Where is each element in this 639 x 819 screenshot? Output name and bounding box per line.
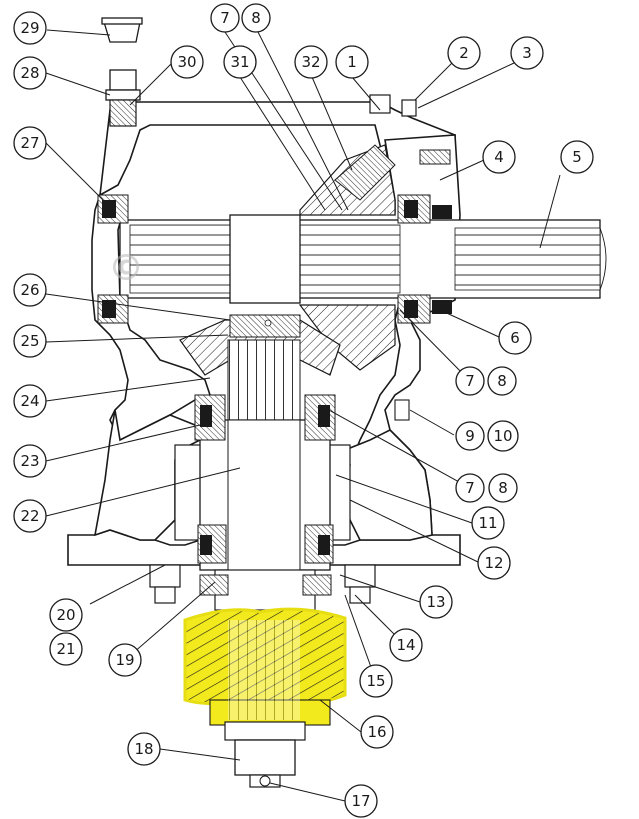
callout-26[interactable]: 26	[13, 273, 47, 307]
svg-text:21: 21	[56, 640, 75, 658]
right-shaft-bearing	[397, 194, 452, 324]
callout-3[interactable]: 3	[510, 36, 544, 70]
svg-text:12: 12	[484, 554, 503, 572]
callout-1[interactable]: 1	[335, 45, 369, 79]
callout-32[interactable]: 32	[294, 45, 328, 79]
callout-8-mid[interactable]: 8	[487, 366, 517, 396]
callout-13[interactable]: 13	[419, 585, 453, 619]
callout-11[interactable]: 11	[471, 506, 505, 540]
svg-text:7: 7	[465, 479, 475, 497]
lower-seal-and-fasteners	[149, 399, 410, 604]
callout-6[interactable]: 6	[498, 321, 532, 355]
callout-7-low[interactable]: 7	[455, 473, 485, 503]
svg-text:22: 22	[20, 507, 39, 525]
leader-lines	[45, 29, 561, 802]
callout-7-top[interactable]: 7	[210, 3, 240, 33]
svg-text:14: 14	[396, 636, 415, 654]
callout-4[interactable]: 4	[482, 140, 516, 174]
svg-text:28: 28	[20, 64, 39, 82]
callout-31[interactable]: 31	[223, 45, 257, 79]
svg-text:2: 2	[459, 44, 469, 62]
svg-text:9: 9	[465, 427, 475, 445]
callout-29[interactable]: 29	[13, 11, 47, 45]
callout-14[interactable]: 14	[389, 628, 423, 662]
callout-28[interactable]: 28	[13, 56, 47, 90]
callout-22[interactable]: 22	[13, 499, 47, 533]
callout-10[interactable]: 10	[487, 420, 519, 452]
callout-21[interactable]: 21	[49, 632, 83, 666]
bevel-gear-upper	[298, 144, 396, 371]
callout-2[interactable]: 2	[447, 36, 481, 70]
svg-text:31: 31	[230, 53, 249, 71]
callout-30[interactable]: 30	[170, 45, 204, 79]
callout-17[interactable]: 17	[344, 784, 378, 818]
horizontal-input-shaft	[119, 214, 607, 304]
svg-text:27: 27	[20, 134, 39, 152]
breather-plug	[105, 69, 141, 127]
svg-text:1: 1	[347, 53, 357, 71]
callout-8-top[interactable]: 8	[241, 3, 271, 33]
svg-text:23: 23	[20, 452, 39, 470]
left-shaft-bearing	[97, 194, 129, 324]
svg-text:11: 11	[478, 514, 497, 532]
svg-text:5: 5	[572, 148, 582, 166]
svg-text:16: 16	[367, 723, 386, 741]
callout-5[interactable]: 5	[560, 140, 594, 174]
callout-25[interactable]: 25	[13, 324, 47, 358]
highlighted-output-hub	[183, 607, 347, 726]
svg-text:30: 30	[177, 53, 196, 71]
callout-19[interactable]: 19	[108, 643, 142, 677]
callout-9[interactable]: 9	[455, 421, 485, 451]
svg-text:7: 7	[220, 9, 230, 27]
callout-18[interactable]: 18	[127, 732, 161, 766]
callout-8-low[interactable]: 8	[488, 473, 518, 503]
callout-16[interactable]: 16	[360, 715, 394, 749]
watermark: ©	[108, 248, 144, 289]
callout-12[interactable]: 12	[477, 546, 511, 580]
callout-15[interactable]: 15	[359, 664, 393, 698]
callout-20[interactable]: 20	[49, 598, 83, 632]
output-retainer	[224, 721, 306, 788]
callout-27[interactable]: 27	[13, 126, 47, 160]
vertical-shaft-bearings	[194, 394, 336, 564]
svg-text:18: 18	[134, 740, 153, 758]
filler-cap	[101, 17, 143, 43]
vertical-output-shaft	[179, 314, 341, 611]
svg-text:10: 10	[493, 427, 512, 445]
svg-text:8: 8	[498, 479, 508, 497]
callouts: 29 28 30 27 31 7 8 32 1 2 3 4 5 26 25 6 …	[13, 3, 594, 818]
svg-text:15: 15	[366, 672, 385, 690]
svg-text:8: 8	[497, 372, 507, 390]
svg-text:26: 26	[20, 281, 39, 299]
svg-text:24: 24	[20, 392, 39, 410]
callout-23[interactable]: 23	[13, 444, 47, 478]
top-right-fasteners	[369, 94, 451, 165]
svg-text:25: 25	[20, 332, 39, 350]
svg-text:3: 3	[522, 44, 532, 62]
callout-24[interactable]: 24	[13, 384, 47, 418]
svg-text:13: 13	[426, 593, 445, 611]
svg-text:20: 20	[56, 606, 75, 624]
svg-text:17: 17	[351, 792, 370, 810]
svg-text:8: 8	[251, 9, 261, 27]
svg-text:29: 29	[20, 19, 39, 37]
svg-text:7: 7	[465, 372, 475, 390]
svg-text:6: 6	[510, 329, 520, 347]
svg-text:32: 32	[301, 53, 320, 71]
callout-7-mid[interactable]: 7	[455, 366, 485, 396]
svg-text:19: 19	[115, 651, 134, 669]
svg-text:4: 4	[494, 148, 504, 166]
